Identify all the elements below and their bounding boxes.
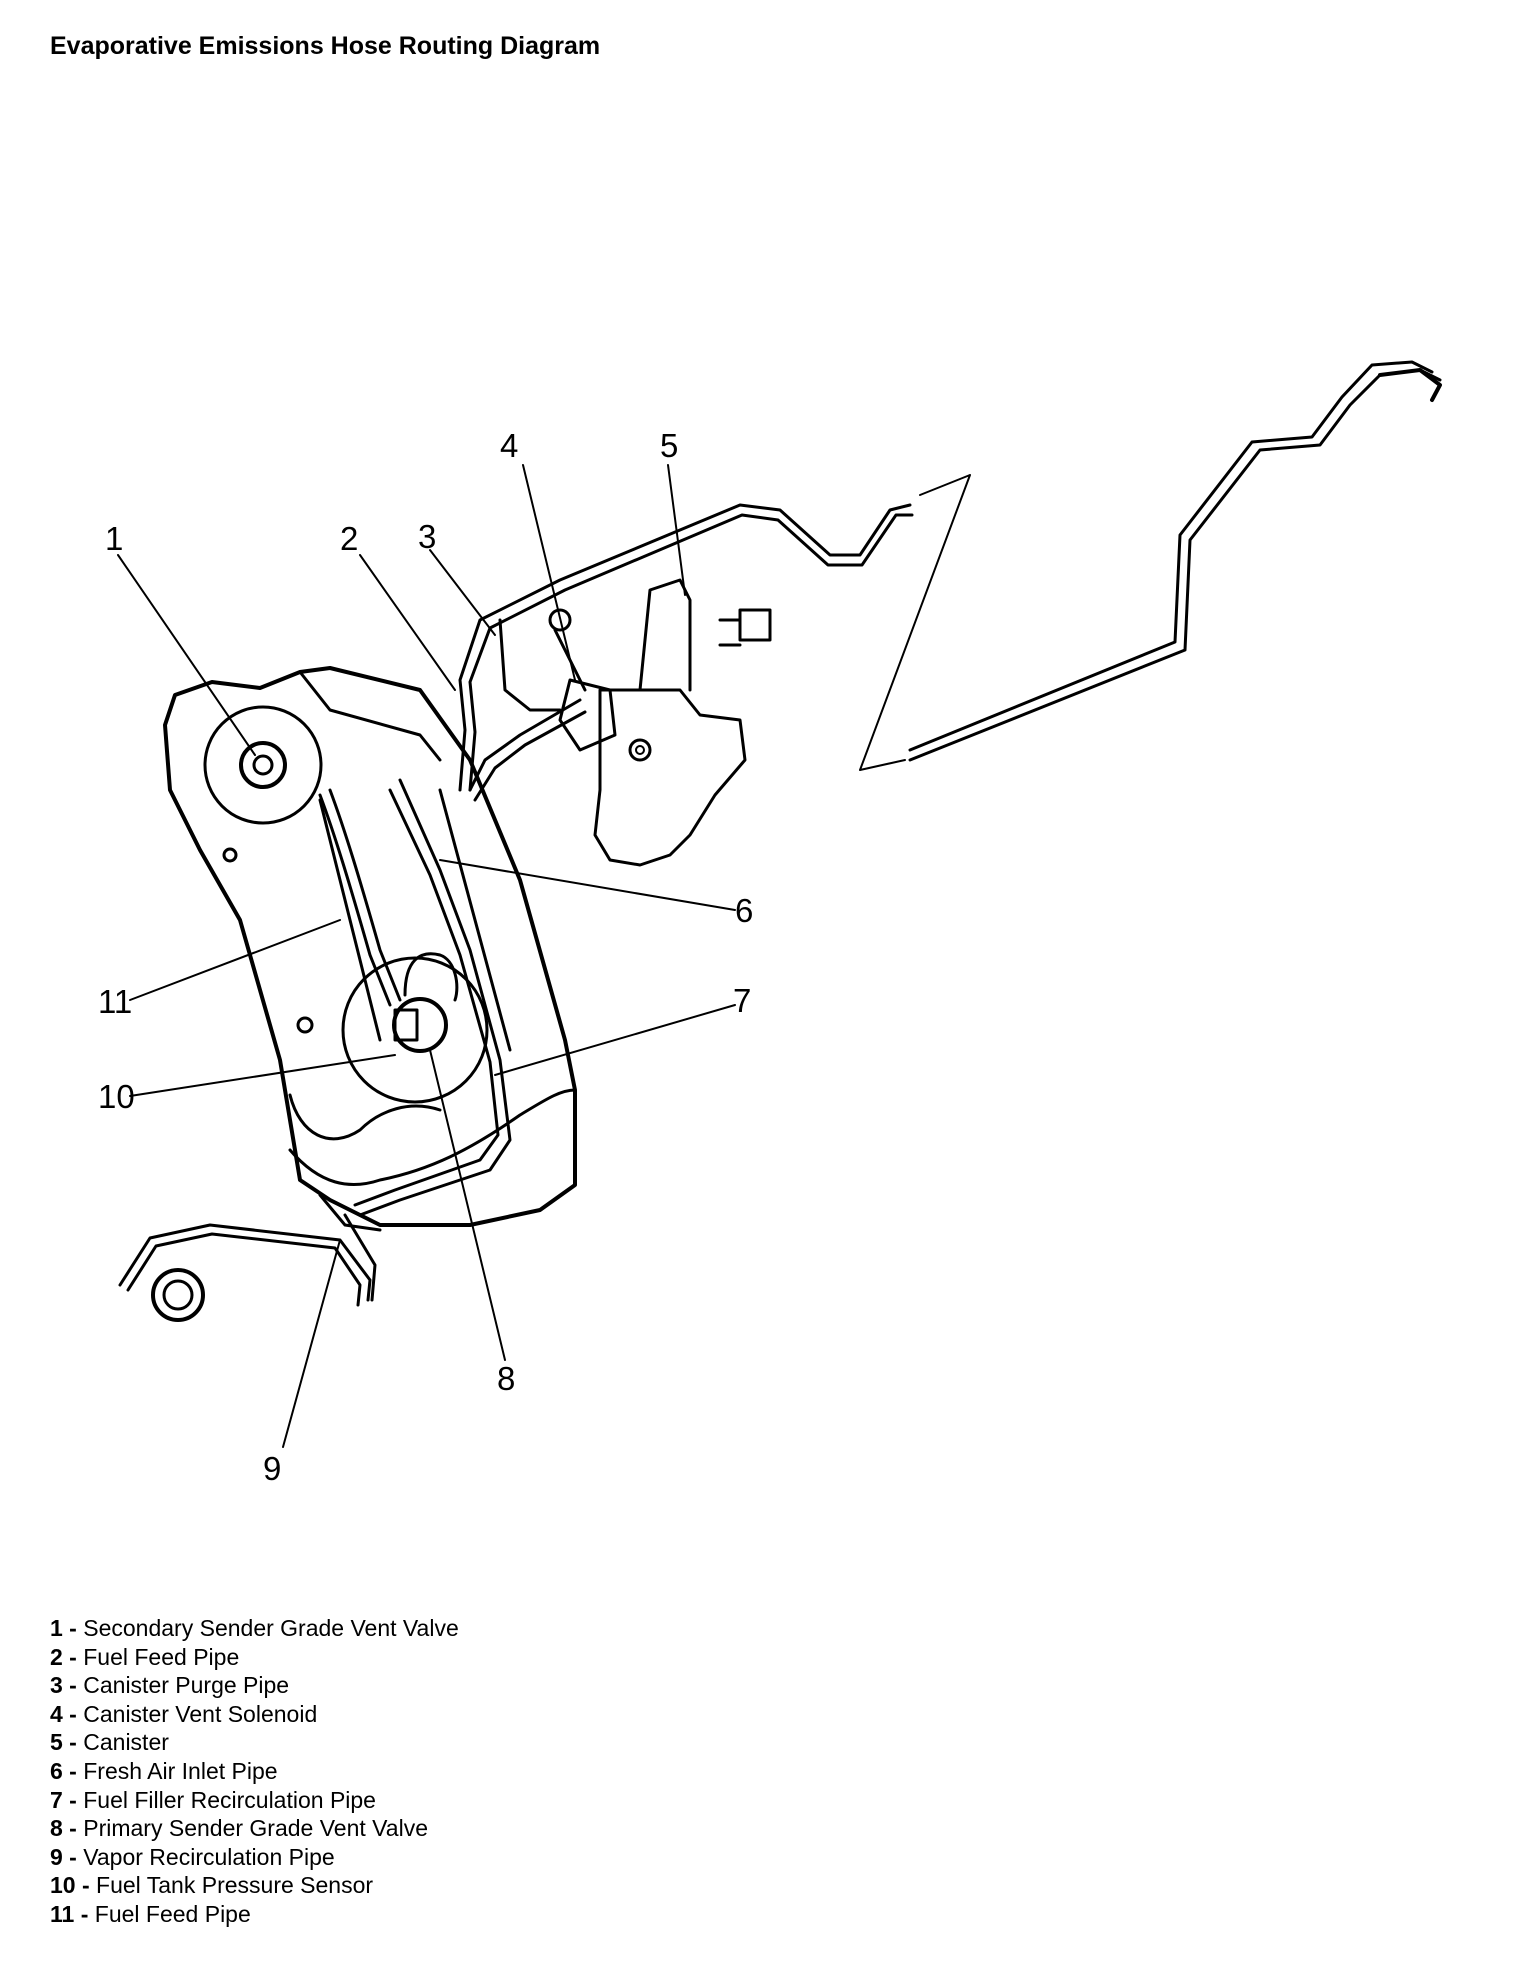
legend-item: 9 - Vapor Recirculation Pipe <box>50 1843 335 1870</box>
tank-seam <box>288 1088 577 1187</box>
break-indicator <box>859 474 971 771</box>
recirculation-loop <box>403 952 459 1002</box>
fresh-air-inlet-pipe <box>358 778 512 1217</box>
legend-item: 4 - Canister Vent Solenoid <box>50 1700 318 1727</box>
leader-6 <box>439 859 736 911</box>
remote-pipe <box>908 368 1442 762</box>
legend-item: 1 - Secondary Sender Grade Vent Valve <box>50 1615 459 1641</box>
canister-purge-pipe <box>498 618 562 712</box>
callout-6: 6 <box>735 892 753 929</box>
callout-8: 8 <box>497 1360 515 1397</box>
tank-ridge-left <box>318 798 382 1042</box>
tank-bolt-hole <box>222 847 238 863</box>
tank-bolt-hole <box>296 1016 314 1034</box>
tank-ridge-right <box>438 788 512 1052</box>
diagram-title: Evaporative Emissions Hose Routing Diagr… <box>50 32 601 60</box>
legend-item: 10 - Fuel Tank Pressure Sensor <box>50 1872 374 1899</box>
legend-item: 3 - Canister Purge Pipe <box>50 1672 290 1699</box>
leader-4 <box>522 464 576 681</box>
leader-5 <box>667 464 686 596</box>
callout-9: 9 <box>263 1450 281 1487</box>
fuel-feed-pipe-lower <box>328 788 402 1002</box>
pressure-sensor <box>393 1008 419 1042</box>
primary-sender-valve <box>392 997 448 1053</box>
callout-5: 5 <box>660 427 678 464</box>
legend-item: 5 - Canister <box>50 1729 169 1756</box>
callout-10: 10 <box>98 1078 135 1115</box>
secondary-sender-ring <box>203 705 323 825</box>
callout-7: 7 <box>733 982 751 1019</box>
leader-9 <box>282 1239 341 1448</box>
secondary-sender-valve <box>239 741 287 789</box>
leader-11 <box>129 919 341 1001</box>
tank-shoulder <box>298 670 442 762</box>
legend-item: 7 - Fuel Filler Recirculation Pipe <box>50 1786 376 1813</box>
leader-7 <box>494 1004 736 1076</box>
filler-neck-pipe <box>118 1223 372 1302</box>
leader-8 <box>429 1049 506 1361</box>
leader-1 <box>117 554 256 756</box>
tank-recess <box>288 1093 442 1141</box>
legend-item: 6 - Fresh Air Inlet Pipe <box>50 1757 278 1784</box>
callout-1: 1 <box>105 520 123 557</box>
fuel-tank <box>163 666 577 1227</box>
leader-10 <box>129 1054 396 1097</box>
fuel-cap <box>151 1268 205 1322</box>
legend: 1 - Secondary Sender Grade Vent Valve 2 … <box>50 1614 459 1929</box>
leader-3 <box>429 549 496 636</box>
legend-item: 2 - Fuel Feed Pipe <box>50 1643 240 1670</box>
purge-line-to-tank <box>468 698 582 792</box>
canister <box>593 688 747 867</box>
callout-3: 3 <box>418 518 436 555</box>
leader-2 <box>359 554 456 691</box>
canister-connector <box>738 608 772 642</box>
fuel-feed-pipe <box>458 503 912 792</box>
callout-11: 11 <box>98 983 132 1020</box>
legend-item: 11 - Fuel Feed Pipe <box>50 1900 251 1927</box>
hose-routing-illustration: 1 2 3 4 5 6 7 8 9 10 11 <box>98 360 1442 1487</box>
legend-item: 8 - Primary Sender Grade Vent Valve <box>50 1815 428 1842</box>
callout-2: 2 <box>340 520 358 557</box>
callout-4: 4 <box>500 427 518 464</box>
canister-vent-solenoid <box>558 678 617 752</box>
